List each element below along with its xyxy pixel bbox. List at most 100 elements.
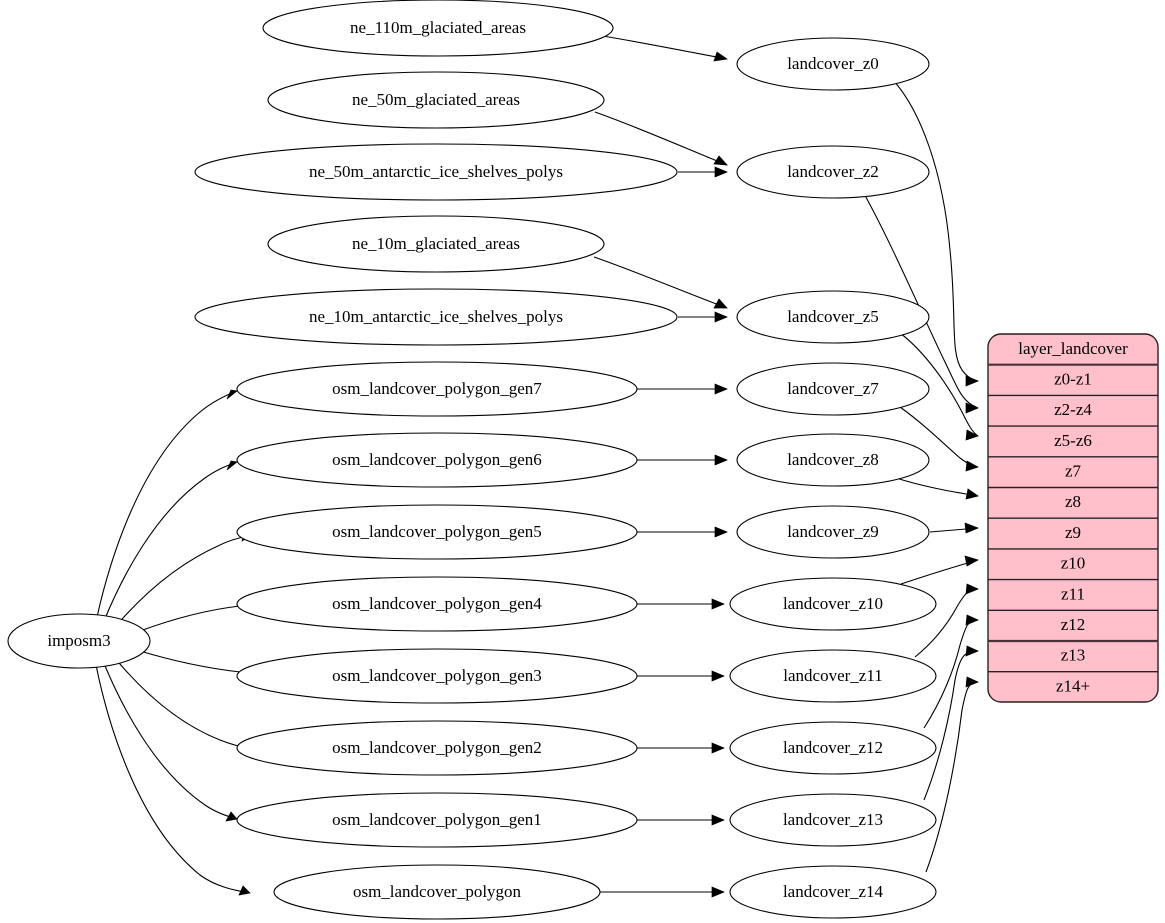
edge-group-osm-to-landcover — [600, 383, 728, 898]
node-label: landcover_z10 — [783, 594, 883, 613]
node-landcover_z10[interactable]: landcover_z10 — [729, 577, 937, 631]
node-ellipse[interactable] — [736, 505, 930, 559]
table-row-label-z7[interactable]: z7 — [1065, 462, 1082, 481]
node-label: ne_10m_glaciated_areas — [352, 234, 520, 253]
node-label: ne_110m_glaciated_areas — [350, 18, 526, 37]
node-label: landcover_z2 — [787, 162, 879, 181]
node-label: osm_landcover_polygon_gen3 — [332, 666, 542, 685]
layer-landcover-table[interactable]: layer_landcover z0-z1 z2-z4 z5-z6 z7 z8 … — [987, 333, 1159, 703]
node-label: imposm3 — [47, 631, 110, 650]
edge-z5-to-row-z5z6 — [899, 332, 979, 437]
arrowhead-ne50m-glac-to-z2 — [713, 155, 728, 166]
node-ellipse[interactable] — [273, 864, 601, 920]
table-row-label-z12[interactable]: z12 — [1061, 615, 1086, 634]
node-landcover_z13[interactable]: landcover_z13 — [729, 793, 937, 847]
node-ellipse[interactable] — [729, 793, 937, 847]
node-ellipse[interactable] — [194, 288, 678, 346]
table-row-label-z2z4[interactable]: z2-z4 — [1054, 400, 1092, 419]
arrowhead-z0-to-row-z0z1 — [965, 375, 979, 387]
node-landcover_z14[interactable]: landcover_z14 — [729, 865, 937, 919]
arrowhead-gen5-to-z9 — [714, 526, 728, 538]
node-ellipse[interactable] — [729, 649, 937, 703]
node-landcover_z11[interactable]: landcover_z11 — [729, 649, 937, 703]
node-ellipse[interactable] — [736, 290, 930, 344]
node-landcover_z8[interactable]: landcover_z8 — [736, 433, 930, 487]
edge-ne10m-glac-to-z5 — [593, 256, 728, 309]
node-ellipse[interactable] — [736, 433, 930, 487]
node-ne_10m_glaciated_areas[interactable]: ne_10m_glaciated_areas — [267, 215, 605, 273]
node-ellipse[interactable] — [236, 576, 638, 632]
node-label: landcover_z7 — [787, 379, 879, 398]
edge-z8-to-row-z8 — [895, 477, 979, 497]
node-label: landcover_z9 — [787, 522, 879, 541]
node-landcover_z0[interactable]: landcover_z0 — [736, 37, 930, 91]
edge-z0-to-row-z0z1 — [892, 79, 979, 382]
arrowhead-gen6-to-z8 — [714, 454, 728, 466]
arrowhead-z11-to-row-z11 — [965, 583, 979, 595]
node-label: landcover_z13 — [783, 810, 883, 829]
node-ellipse[interactable] — [736, 145, 930, 199]
arrowhead-ne10m-ice-to-z5 — [714, 311, 728, 323]
arrowhead-z8-to-row-z8 — [965, 488, 979, 500]
node-osm_landcover_polygon_gen3[interactable]: osm_landcover_polygon_gen3 — [236, 648, 638, 704]
edge-imposm3-to-gen6 — [103, 461, 238, 622]
node-osm_landcover_polygon_gen7[interactable]: osm_landcover_polygon_gen7 — [236, 361, 638, 417]
node-osm_landcover_polygon_gen1[interactable]: osm_landcover_polygon_gen1 — [236, 792, 638, 848]
table-row-label-z9[interactable]: z9 — [1065, 523, 1081, 542]
node-ellipse[interactable] — [729, 865, 937, 919]
node-label: landcover_z12 — [783, 738, 883, 757]
edge-imposm3-to-polygon — [95, 664, 251, 894]
node-ellipse[interactable] — [236, 648, 638, 704]
node-osm_landcover_polygon_gen6[interactable]: osm_landcover_polygon_gen6 — [236, 432, 638, 488]
table-row-label-z13[interactable]: z13 — [1061, 646, 1086, 665]
node-ne_50m_glaciated_areas[interactable]: ne_50m_glaciated_areas — [267, 71, 605, 129]
node-landcover_z5[interactable]: landcover_z5 — [736, 290, 930, 344]
node-label: ne_10m_antarctic_ice_shelves_polys — [309, 307, 563, 326]
node-ellipse[interactable] — [236, 504, 638, 560]
node-ellipse[interactable] — [236, 361, 638, 417]
node-ne_110m_glaciated_areas[interactable]: ne_110m_glaciated_areas — [262, 0, 614, 57]
arrowhead-polygon-to-z14 — [711, 886, 725, 898]
node-ne_50m_antarctic_ice_shelves_polys[interactable]: ne_50m_antarctic_ice_shelves_polys — [194, 143, 678, 201]
table-row-label-z14plus[interactable]: z14+ — [1056, 676, 1090, 695]
node-landcover_z9[interactable]: landcover_z9 — [736, 505, 930, 559]
node-label: osm_landcover_polygon — [353, 882, 522, 901]
node-ellipse[interactable] — [262, 0, 614, 57]
node-label: ne_50m_glaciated_areas — [352, 90, 520, 109]
table-row-label-z0z1[interactable]: z0-z1 — [1054, 369, 1092, 388]
node-landcover_z2[interactable]: landcover_z2 — [736, 145, 930, 199]
node-landcover_z12[interactable]: landcover_z12 — [729, 721, 937, 775]
node-ellipse[interactable] — [194, 143, 678, 201]
node-label: landcover_z14 — [783, 882, 884, 901]
node-ellipse[interactable] — [236, 432, 638, 488]
node-ellipse[interactable] — [736, 37, 930, 91]
table-row-label-z11[interactable]: z11 — [1061, 584, 1085, 603]
node-ellipse[interactable] — [236, 792, 638, 848]
node-ellipse[interactable] — [736, 362, 930, 416]
edge-imposm3-to-gen5 — [115, 534, 254, 627]
edge-group-landcover-to-table — [861, 79, 979, 873]
arrowhead-z13-to-row-z13 — [965, 645, 979, 657]
node-imposm3[interactable]: imposm3 — [7, 613, 151, 669]
arrowhead-ne50m-ice-to-z2 — [714, 166, 728, 178]
node-osm_landcover_polygon_gen5[interactable]: osm_landcover_polygon_gen5 — [236, 504, 638, 560]
edge-ne50m-glac-to-z2 — [594, 111, 728, 166]
node-osm_landcover_polygon[interactable]: osm_landcover_polygon — [273, 864, 601, 920]
node-label: osm_landcover_polygon_gen2 — [332, 738, 542, 757]
table-row-label-z5z6[interactable]: z5-z6 — [1054, 431, 1092, 450]
node-label: osm_landcover_polygon_gen4 — [332, 594, 542, 613]
node-osm_landcover_polygon_gen2[interactable]: osm_landcover_polygon_gen2 — [236, 720, 638, 776]
node-ellipse[interactable] — [267, 215, 605, 273]
node-landcover_z7[interactable]: landcover_z7 — [736, 362, 930, 416]
node-osm_landcover_polygon_gen4[interactable]: osm_landcover_polygon_gen4 — [236, 576, 638, 632]
node-label: landcover_z0 — [787, 54, 879, 73]
node-ellipse[interactable] — [729, 721, 937, 775]
table-row-label-z8[interactable]: z8 — [1065, 492, 1081, 511]
node-ne_10m_antarctic_ice_shelves_polys[interactable]: ne_10m_antarctic_ice_shelves_polys — [194, 288, 678, 346]
node-ellipse[interactable] — [7, 613, 151, 669]
node-ellipse[interactable] — [729, 577, 937, 631]
node-ellipse[interactable] — [267, 71, 605, 129]
table-row-label-z10[interactable]: z10 — [1061, 554, 1086, 573]
node-ellipse[interactable] — [236, 720, 638, 776]
